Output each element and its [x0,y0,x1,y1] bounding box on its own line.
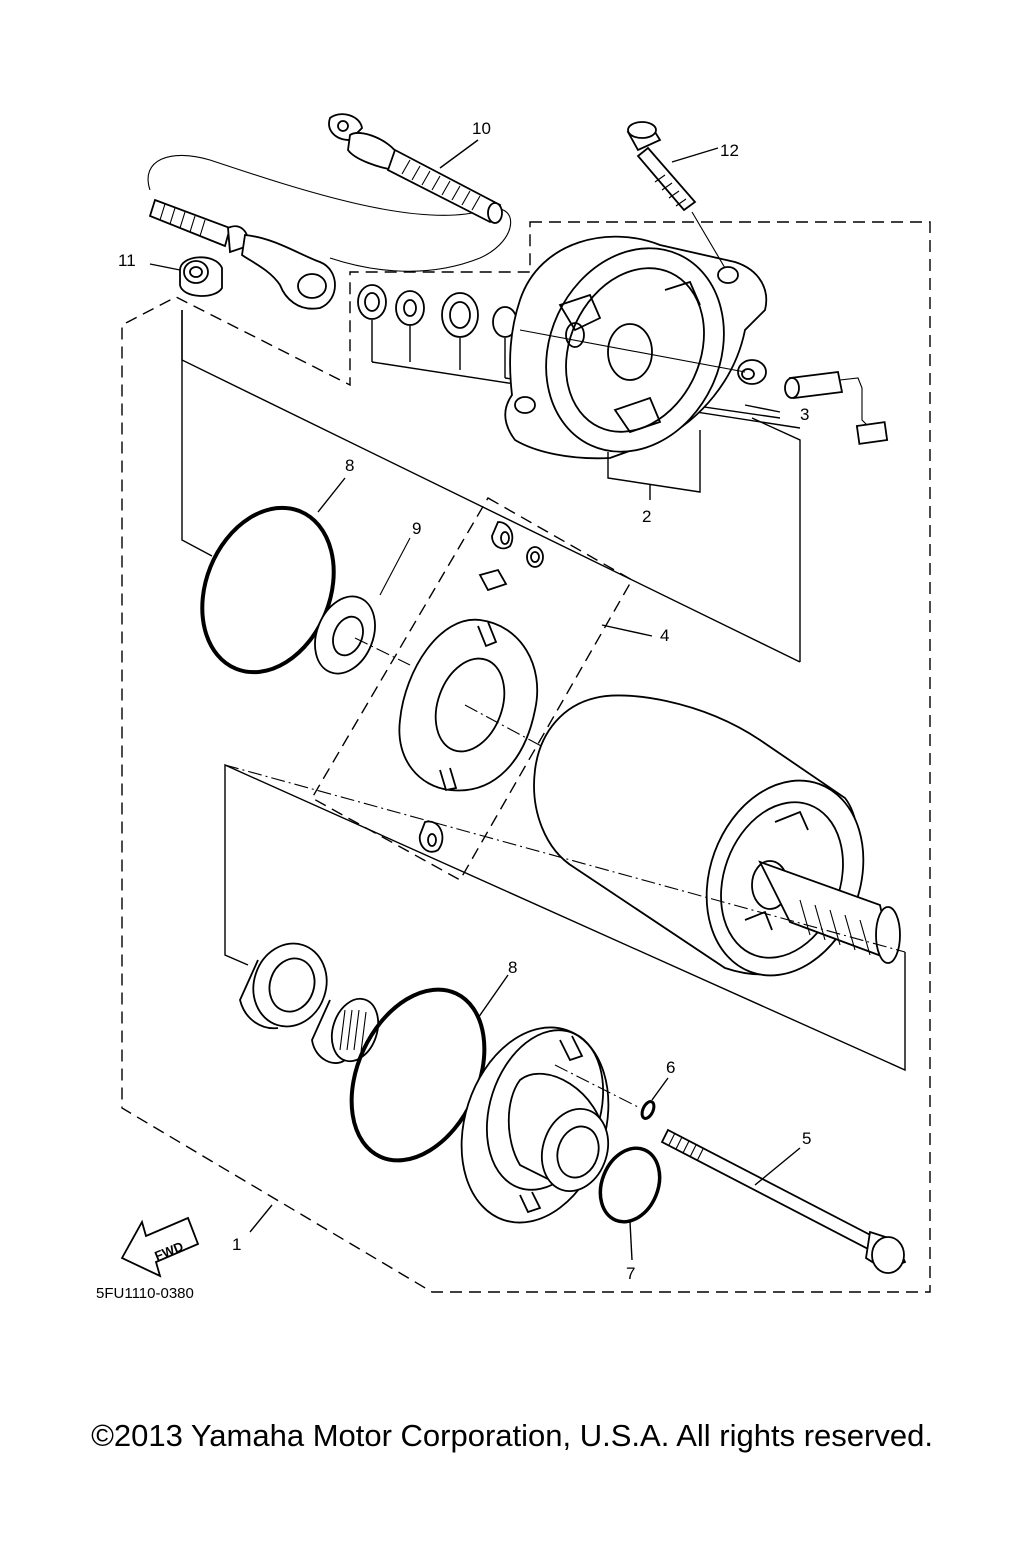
leader-4 [601,624,653,637]
bearing [239,942,328,1030]
bolt-12 [626,121,697,212]
callout-6: 6 [666,1058,675,1077]
callout-8-upper: 8 [345,456,354,475]
through-bolt-5 [660,1128,907,1274]
callout-9: 9 [412,519,421,538]
callout-5: 5 [802,1129,811,1148]
front-cover [460,1026,610,1224]
callout-11: 11 [118,251,136,270]
callout-10: 10 [472,119,491,138]
o-ring-6 [640,1100,656,1120]
seal-washer-row [357,284,518,338]
callout-8-lower: 8 [508,958,517,977]
leader-12 [671,147,719,163]
figure-code: 5FU1110-0380 [96,1285,194,1302]
axis-line-cover [519,329,746,373]
axis-front-cover [554,1064,641,1109]
leader-8-upper [181,310,346,557]
nut-11 [179,256,223,297]
callout-2: 2 [642,507,651,526]
leader-6 [651,1077,669,1101]
lead-wire-loop [147,154,512,272]
callout-12: 12 [720,141,739,160]
leader-3-group [371,320,801,429]
leader-8-lower [477,974,509,1019]
leader-12-to-cover [691,211,726,269]
leader-right-bracket [224,763,906,1072]
leader-11 [149,263,181,271]
washer-9 [314,595,376,675]
brush-terminal [737,359,889,445]
copyright-notice: ©2013 Yamaha Motor Corporation, U.S.A. A… [91,1418,933,1453]
brush-plate-4 [398,521,544,853]
fwd-arrow-icon: FWD [120,1216,200,1278]
leader-10 [439,139,479,169]
callout-3: 3 [800,405,809,424]
leader-3 [744,404,781,413]
yoke-housing [533,694,901,977]
callout-1: 1 [232,1235,241,1254]
rear-cover-2 [504,235,768,460]
callout-7: 7 [626,1264,635,1283]
axis-plate [354,637,546,749]
o-ring-7 [598,1146,662,1224]
axis-yoke [224,764,906,953]
leader-9 [379,537,411,596]
leader-5 [754,1147,801,1186]
leader-1 [249,1204,273,1233]
leader-7 [629,1221,633,1261]
assembly-boundary [121,221,931,1293]
callout-4: 4 [660,626,669,645]
terminal-bolt-10 [328,113,503,224]
leader-2-bracket [607,430,701,500]
terminal-insulator [148,198,336,310]
